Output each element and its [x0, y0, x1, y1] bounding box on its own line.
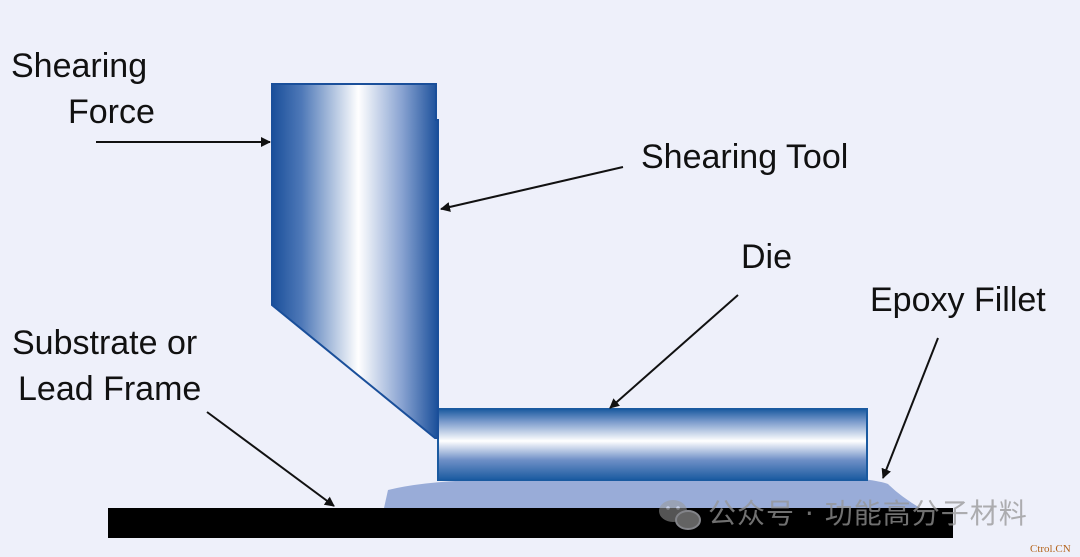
watermark-text: 公众号 · 功能高分子材料 — [708, 497, 1028, 530]
substrate-bar — [108, 508, 953, 538]
substrate-arrow — [206, 411, 335, 507]
die — [437, 408, 868, 481]
substrate-label-line1: Substrate or — [12, 324, 198, 362]
die-label: Die — [741, 238, 793, 276]
wechat-icon — [659, 500, 701, 530]
shearing-force-label-line1: Shearing — [11, 47, 148, 85]
shearing-tool-arrow — [440, 166, 624, 212]
shearing-tool — [271, 83, 439, 439]
epoxy-fillet-arrow — [881, 337, 939, 479]
shearing-force-label-line2: Force — [68, 93, 155, 131]
shearing-tool-label: Shearing Tool — [641, 138, 849, 176]
corner-watermark: Ctrol.CN — [1030, 543, 1071, 555]
substrate-label-line2: Lead Frame — [18, 370, 202, 408]
epoxy-fillet-label: Epoxy Fillet — [870, 281, 1046, 319]
epoxy-fillet — [384, 473, 920, 508]
die-arrow — [609, 294, 739, 409]
